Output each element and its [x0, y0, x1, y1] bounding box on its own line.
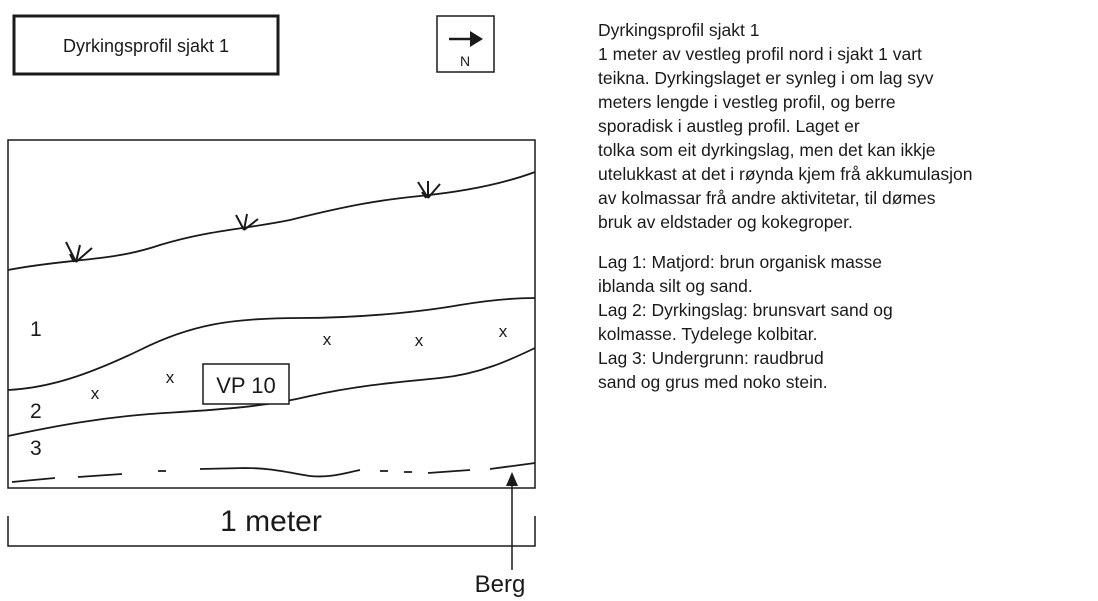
layer-boundary-2-3 — [7, 347, 536, 437]
grass-tuft-icon — [235, 213, 259, 231]
charcoal-markers: x x x x x — [91, 322, 508, 403]
layer-number-3: 3 — [30, 437, 42, 460]
description-line: 1 meter av vestleg profil nord i sjakt 1… — [598, 44, 922, 64]
description-line: utelukkast at det i røynda kjem frå akku… — [598, 164, 973, 184]
description-line: sporadisk i austleg profil. Laget er — [598, 116, 860, 136]
charcoal-marker: x — [499, 322, 508, 341]
scale-bar — [7, 516, 536, 547]
scale-label: 1 meter — [220, 505, 322, 538]
arrow-right-icon — [449, 31, 483, 47]
layer-3-line: Lag 3: Undergrunn: raudbrud — [598, 348, 824, 368]
profile-frame — [7, 139, 536, 489]
grass-tuft-icon — [417, 181, 441, 199]
title-box-text: Dyrkingsprofil sjakt 1 — [63, 36, 229, 56]
charcoal-marker: x — [91, 384, 100, 403]
title-box-frame — [12, 14, 280, 76]
north-label: N — [460, 53, 470, 69]
bedrock-dashed-line — [11, 462, 536, 483]
description-line: teikna. Dyrkingslaget er synleg i om lag… — [598, 68, 934, 88]
description-line: tolka som eit dyrkingslag, men det kan i… — [598, 140, 936, 160]
layer-number-1: 1 — [30, 318, 42, 341]
charcoal-marker: x — [415, 331, 424, 350]
description-panel: Dyrkingsprofil sjakt 1 1 meter av vestle… — [598, 18, 1088, 394]
layer-3-line: sand og grus med noko stein. — [598, 372, 828, 392]
grass-tuft-icon — [65, 241, 93, 263]
soil-profile-drawing: Dyrkingsprofil sjakt 1 N 1 2 3 x x x x x… — [7, 14, 536, 598]
layer-boundary-1-2 — [7, 297, 536, 391]
charcoal-marker: x — [166, 368, 175, 387]
layer-1-line: Lag 1: Matjord: brun organisk masse — [598, 252, 883, 272]
sample-label-frame — [202, 363, 290, 405]
layer-1-line: iblanda silt og sand. — [598, 276, 753, 296]
description-line: av kolmassar frå andre aktivitetar, til … — [598, 188, 936, 208]
sample-label: VP 10 — [216, 373, 276, 398]
layer-number-2: 2 — [30, 400, 42, 423]
bedrock-label: Berg — [475, 571, 526, 598]
charcoal-marker: x — [323, 330, 332, 349]
description-line: bruk av eldstader og kokegroper. — [598, 212, 853, 232]
bedrock-pointer-arrow — [506, 472, 518, 570]
description-line: meters lengde i vestleg profil, og berre — [598, 92, 896, 112]
layer-legend: Lag 1: Matjord: brun organisk masse ibla… — [598, 250, 1088, 394]
north-arrow-frame — [436, 15, 495, 73]
layer-2-line: Lag 2: Dyrkingslag: brunsvart sand og — [598, 300, 893, 320]
description-heading: Dyrkingsprofil sjakt 1 — [598, 20, 760, 40]
ground-surface-line — [7, 171, 536, 271]
layer-2-line: kolmasse. Tydelege kolbitar. — [598, 324, 818, 344]
